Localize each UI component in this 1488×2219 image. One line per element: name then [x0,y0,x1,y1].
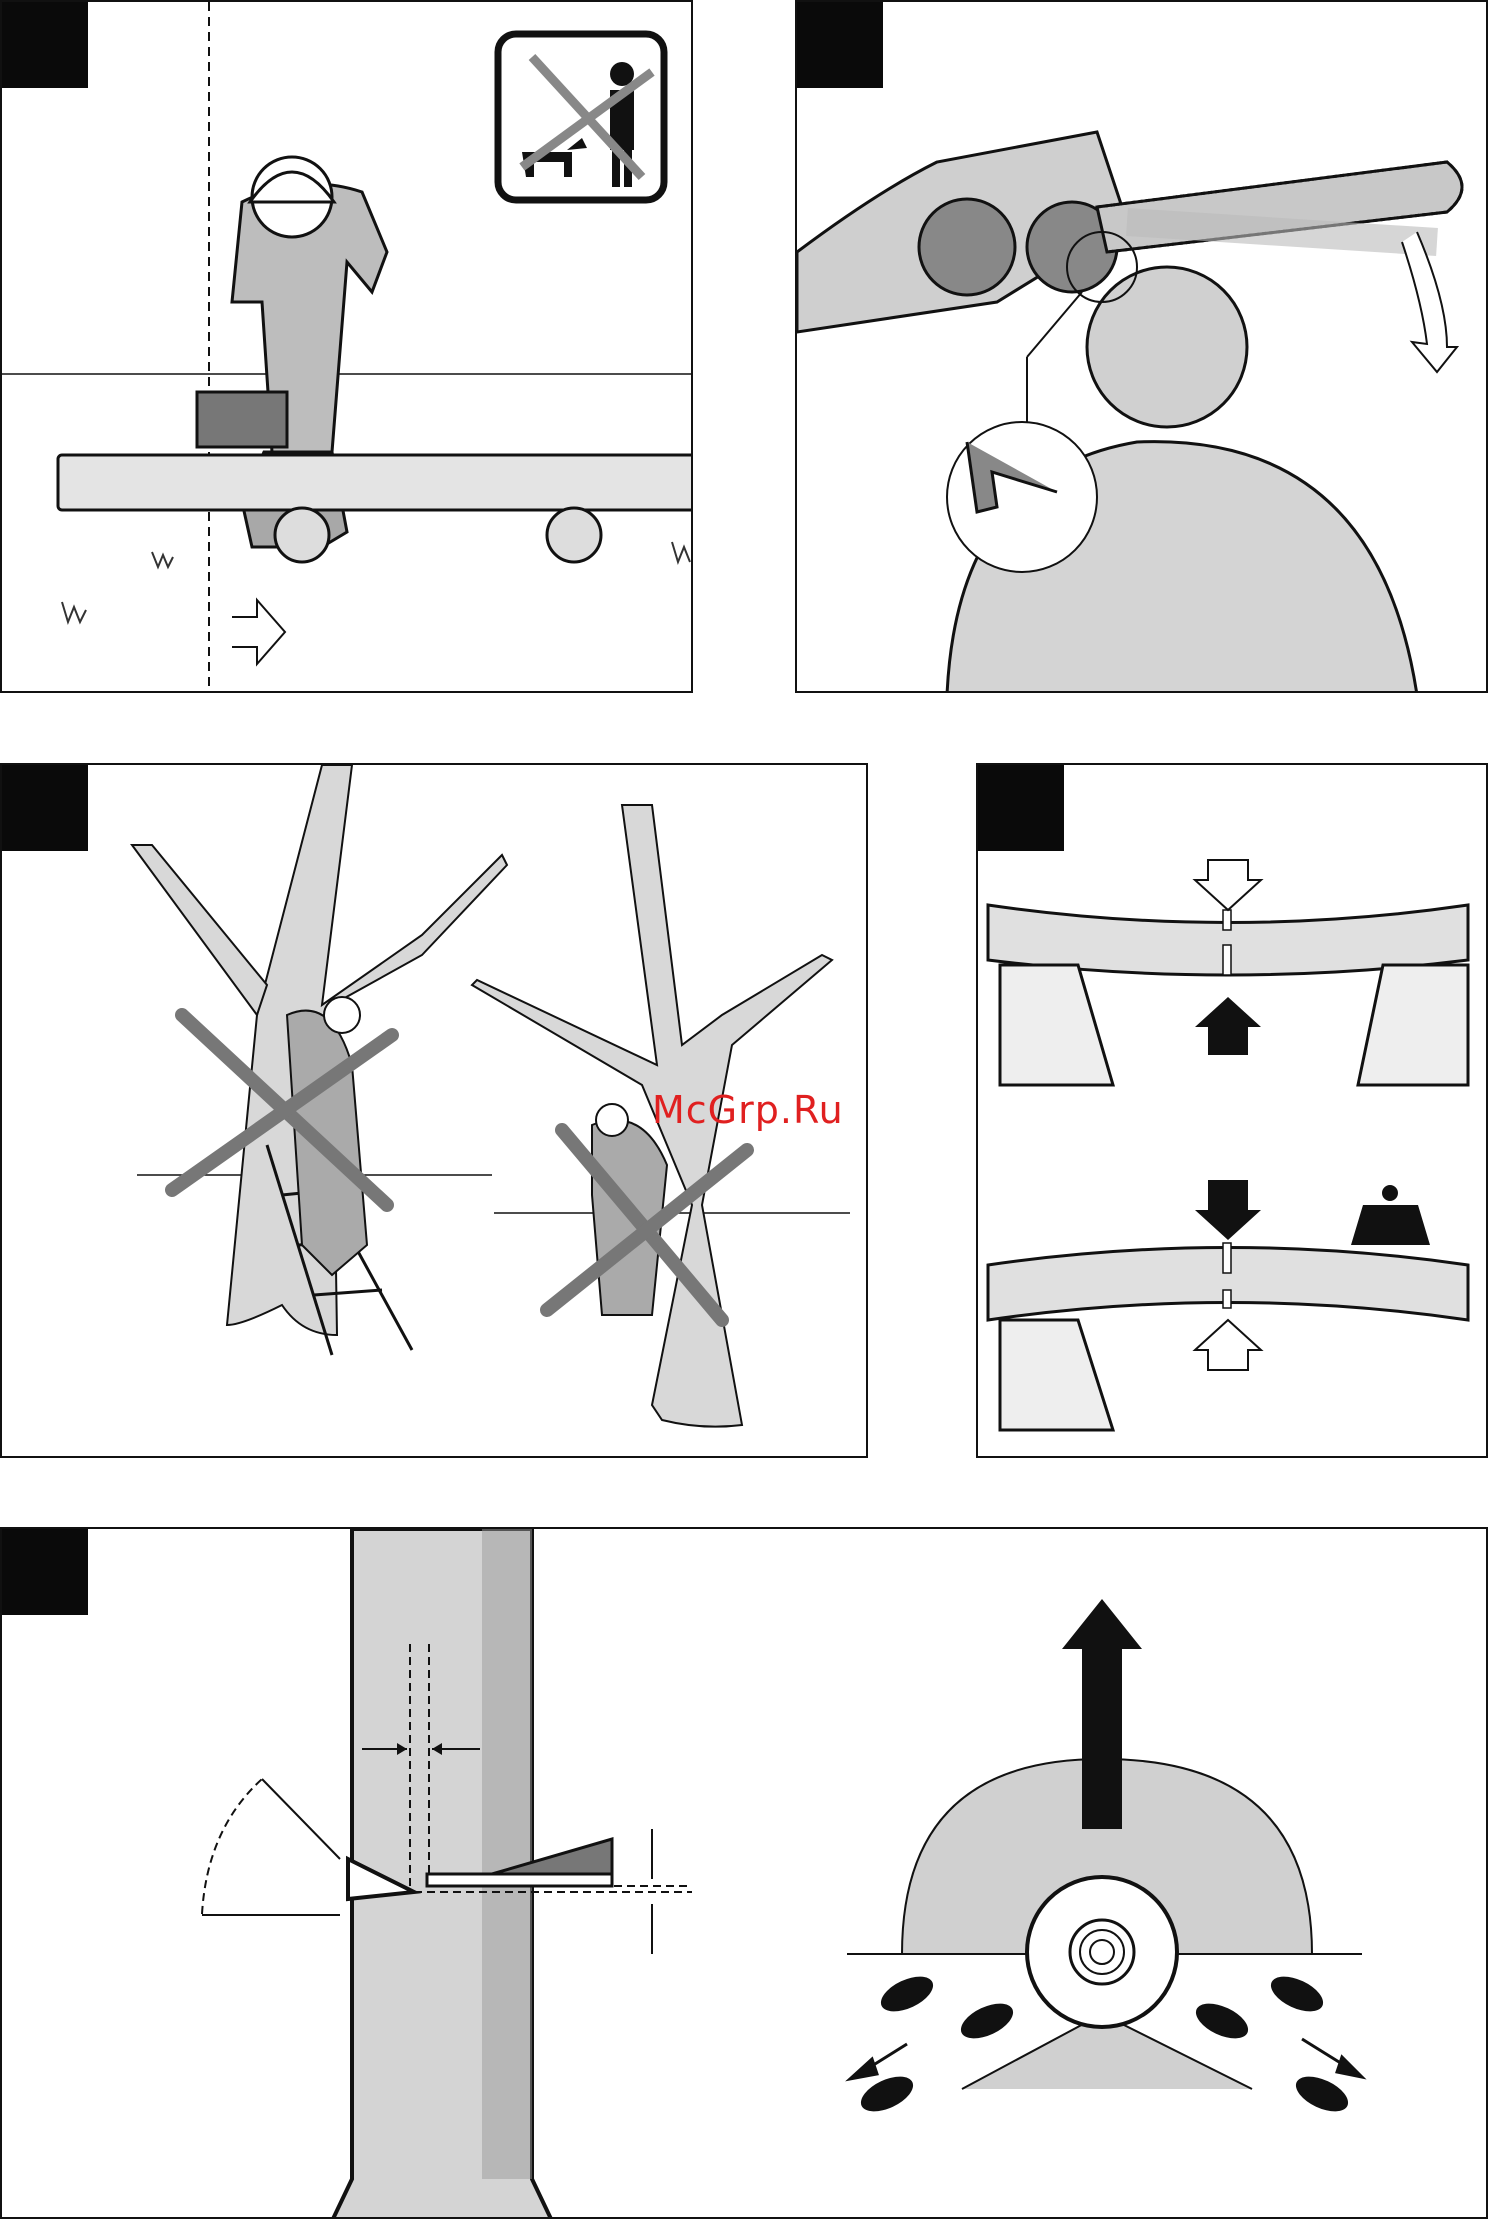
stump-icon [1027,1877,1177,2027]
log-icon [1087,267,1247,427]
weight-icon [1351,1185,1430,1245]
bend-arrow-icon [1195,1180,1261,1240]
bend-arrow-icon [1195,860,1261,910]
bending-log-illustration [978,765,1488,1458]
felling-notch-icon [202,1529,692,2219]
log-cutting-illustration [2,2,693,693]
chainsaw-illustration [797,2,1488,693]
panel-bending-log [976,763,1488,1458]
felling-technique-illustration [2,1529,1488,2219]
panel-cutting-log [0,0,693,693]
no-bystanders-icon [498,34,664,200]
panel-felling-technique [0,1527,1488,2219]
bend-arrow-icon [1195,1320,1261,1370]
watermark: McGrp.Ru [652,1088,844,1132]
direction-arrow-icon [232,600,285,664]
panel-chainsaw-spike [795,0,1488,693]
bend-arrow-icon [1195,997,1261,1055]
log-icon [58,455,693,510]
